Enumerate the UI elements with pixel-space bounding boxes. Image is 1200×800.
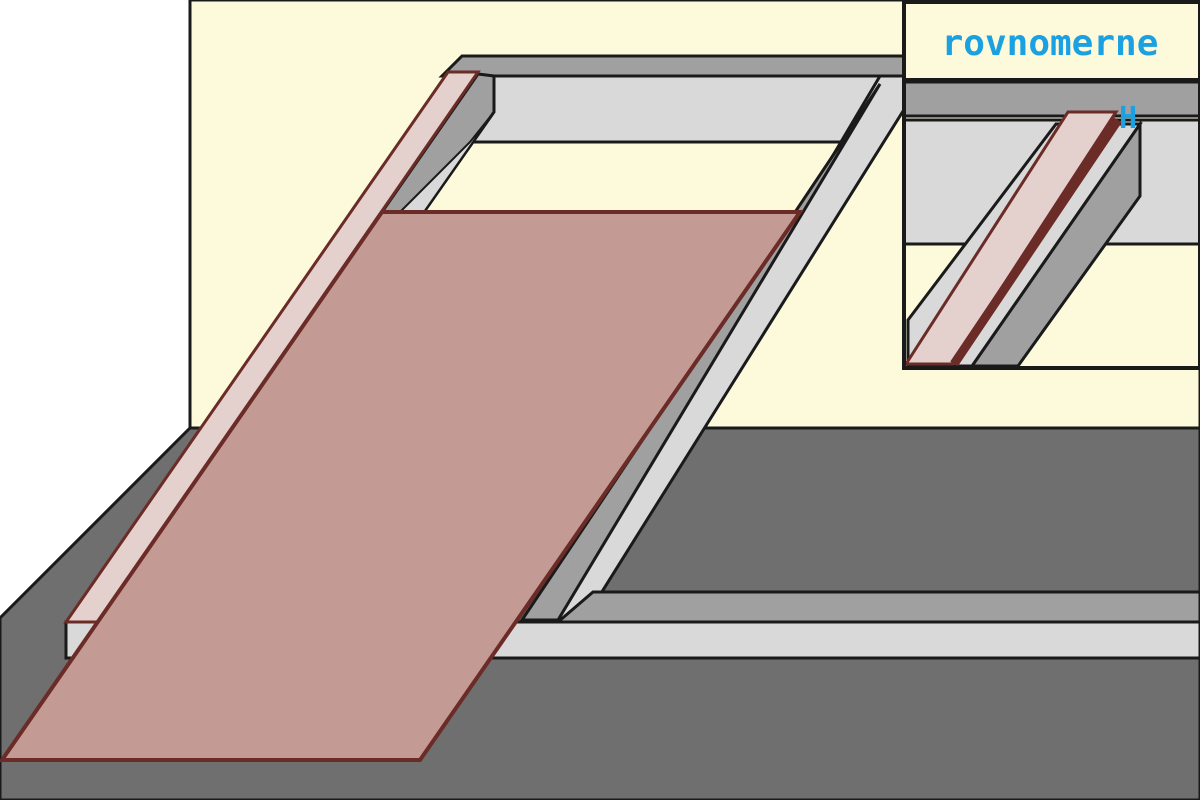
bottom-profile-top-face bbox=[553, 590, 1200, 624]
board-panel bbox=[0, 210, 804, 762]
detail-label: rovnomerne bbox=[942, 23, 1159, 64]
detail-label-box bbox=[902, 0, 1200, 82]
detail-board-strip bbox=[903, 110, 1119, 366]
detail-board-edge bbox=[950, 117, 1122, 367]
detail-frame-outline bbox=[902, 0, 1200, 370]
detail-profile-top-face bbox=[902, 80, 1200, 118]
detail-inset: rovnomerne H bbox=[902, 0, 1200, 370]
top-profile-front-face bbox=[467, 74, 906, 144]
gap-marker-icon: H bbox=[1119, 101, 1137, 136]
top-profile-top-face bbox=[438, 54, 907, 78]
